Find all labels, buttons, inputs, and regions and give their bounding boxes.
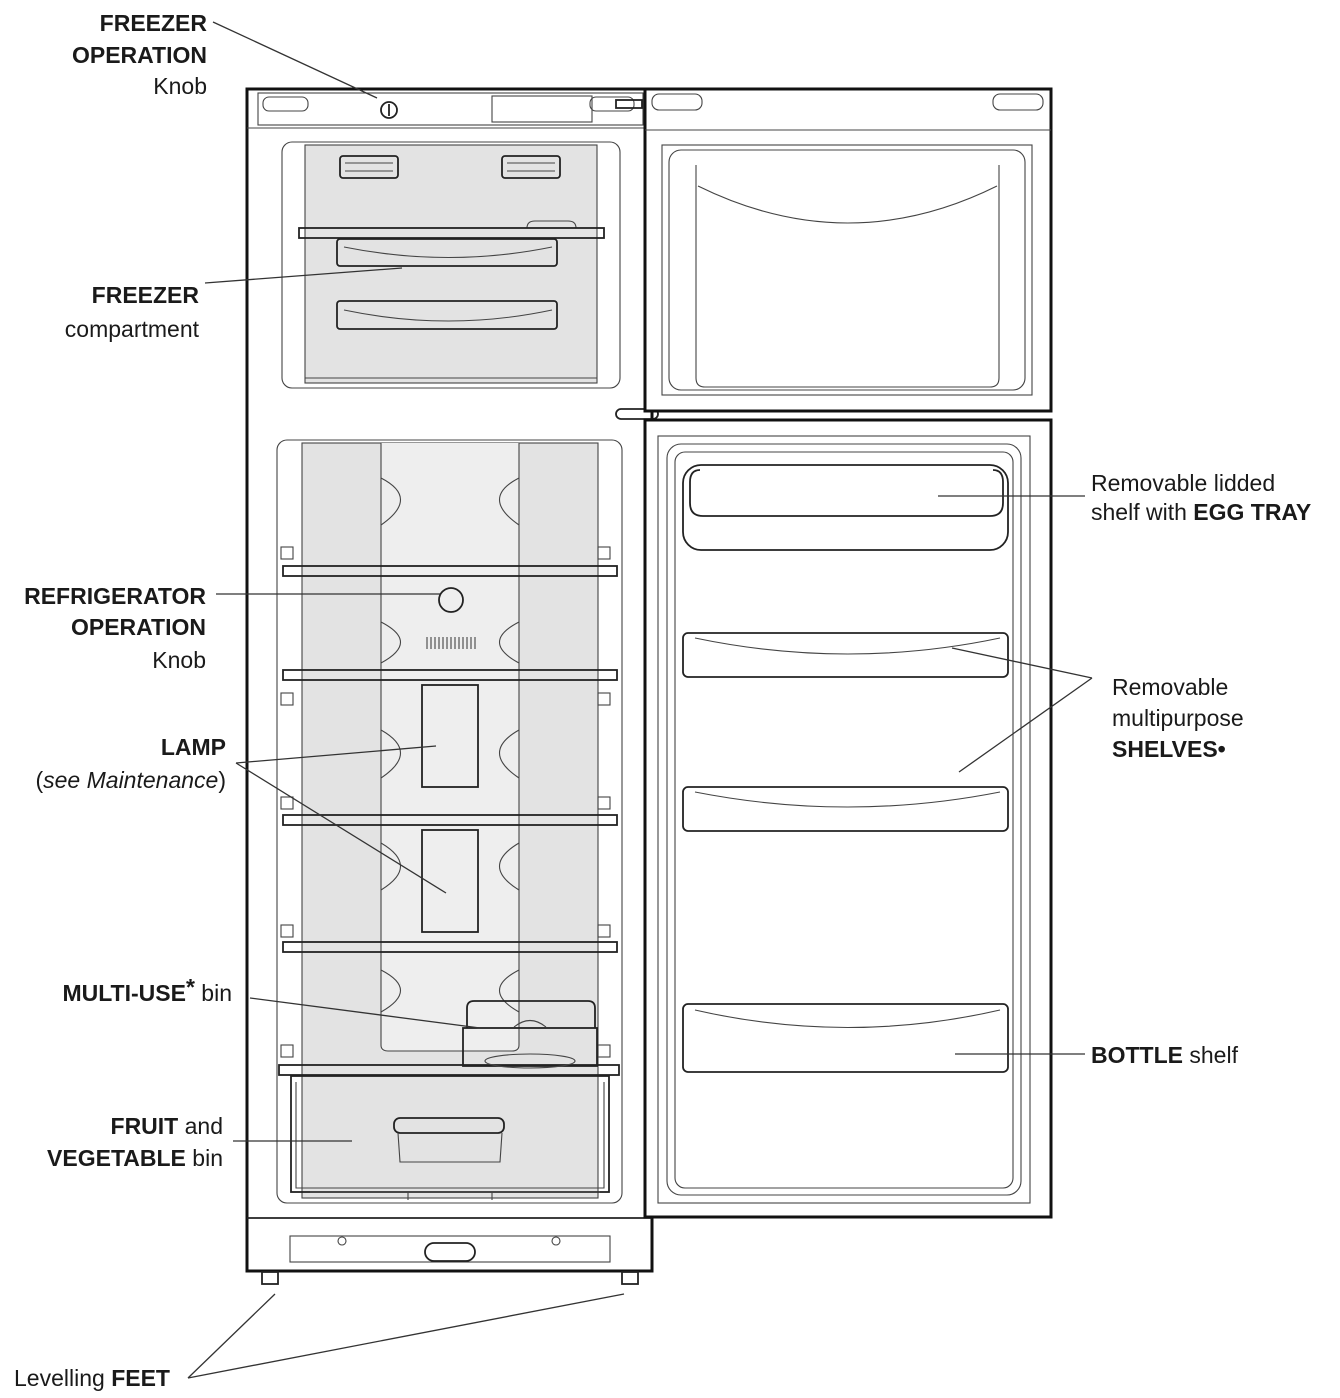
freezer-vent-left [339, 155, 399, 179]
label-shelves: Removable multipurpose SHELVES• [1112, 674, 1244, 762]
fridge-shelf-4 [282, 941, 618, 953]
label-freezer-knob-line2: OPERATION [72, 42, 207, 68]
fruit-vegetable-bin [290, 1075, 610, 1200]
label-lamp-close-paren: ) [218, 767, 226, 793]
label-fridge-knob-line2: OPERATION [71, 614, 206, 640]
label-shelves-bullet: • [1218, 736, 1226, 762]
leader-freezer-knob [212, 21, 378, 99]
label-lamp-italic: see Maintenance [43, 767, 218, 793]
fridge-cabinet [245, 87, 659, 1285]
fridge-shelf-5 [278, 1064, 620, 1076]
label-multi-use-normal: bin [195, 980, 232, 1006]
freezer-door [643, 87, 1053, 413]
door-shelf-2 [682, 786, 1009, 832]
levelling-foot-right [621, 1271, 639, 1285]
label-egg-tray-line2: shelf with EGG TRAY [1091, 499, 1311, 525]
freezer-vent-right [501, 155, 561, 179]
door-shelf-1 [682, 632, 1009, 678]
leader-multi-use [249, 997, 481, 1029]
label-lamp-open-paren: ( [35, 767, 43, 793]
label-multi-use-star: * [186, 974, 195, 1000]
egg-tray-shelf [682, 464, 1009, 551]
label-egg-tray-line2-normal: shelf with [1091, 499, 1193, 525]
label-shelves-line2: multipurpose [1112, 705, 1244, 731]
fridge-knob [438, 587, 464, 613]
multi-use-bin [462, 1000, 598, 1069]
label-feet-normal: Levelling [14, 1365, 111, 1391]
label-fruit-veg: FRUIT and VEGETABLE bin [47, 1113, 223, 1171]
label-freezer-knob-line3: Knob [153, 73, 207, 99]
label-fridge-knob-line1: REFRIGERATOR [24, 583, 206, 609]
label-fruit-veg-line1-bold: FRUIT [111, 1113, 179, 1139]
label-fridge-knob: REFRIGERATOR OPERATION Knob [24, 583, 206, 673]
label-fruit-veg-line1-normal: and [178, 1113, 223, 1139]
label-multi-use: MULTI-USE* bin [62, 974, 232, 1006]
label-fruit-veg-line2-normal: bin [186, 1145, 223, 1171]
leader-feet-right [187, 1293, 625, 1379]
fridge-door [643, 418, 1053, 1219]
leader-lamp-lower [235, 762, 447, 894]
label-egg-tray: Removable lidded shelf with EGG TRAY [1091, 470, 1311, 525]
label-freezer-knob-line1: FREEZER [100, 10, 208, 36]
label-multi-use-text: MULTI-USE* bin [62, 974, 232, 1006]
label-bottle: BOTTLE shelf [1091, 1042, 1239, 1068]
label-freezer-knob: FREEZER OPERATION Knob [72, 10, 207, 99]
lamp-cover-lower [421, 829, 479, 933]
label-shelves-line3-bold: SHELVES [1112, 736, 1218, 762]
label-bottle-bold: BOTTLE [1091, 1042, 1183, 1068]
label-lamp-line1: LAMP [161, 734, 226, 760]
levelling-foot-left [261, 1271, 279, 1285]
label-lamp-line2: (see Maintenance) [35, 767, 226, 793]
leader-lamp-upper [235, 745, 437, 764]
label-fruit-veg-line2-bold: VEGETABLE [47, 1145, 186, 1171]
label-fridge-knob-line3: Knob [152, 647, 206, 673]
label-feet: Levelling FEET [14, 1365, 170, 1391]
label-bottle-text: BOTTLE shelf [1091, 1042, 1239, 1068]
leader-freezer-compartment [204, 267, 403, 284]
label-feet-bold: FEET [111, 1365, 170, 1391]
kick-plate [247, 1217, 652, 1263]
fridge-shelf-3 [282, 814, 618, 826]
label-fruit-veg-line1: FRUIT and [111, 1113, 223, 1139]
fridge-compartment [276, 439, 623, 1204]
leader-feet-left [187, 1293, 276, 1379]
label-lamp: LAMP (see Maintenance) [35, 734, 226, 793]
label-feet-text: Levelling FEET [14, 1365, 170, 1391]
leader-shelves-lower [958, 677, 1093, 773]
label-freezer-compartment: FREEZER compartment [65, 282, 200, 342]
freezer-knob [380, 101, 398, 119]
leader-lines [187, 21, 1093, 1379]
leader-shelves-upper [951, 647, 1093, 679]
bottle-shelf [682, 1003, 1009, 1073]
freezer-drawer-bottom [336, 300, 558, 330]
label-shelves-line3: SHELVES• [1112, 736, 1226, 762]
label-egg-tray-line2-bold: EGG TRAY [1193, 499, 1311, 525]
label-egg-tray-line1: Removable lidded [1091, 470, 1275, 496]
fridge-shelf-1 [282, 565, 618, 577]
lamp-cover-upper [421, 684, 479, 788]
label-freezer-compartment-line1: FREEZER [92, 282, 200, 308]
label-bottle-normal: shelf [1183, 1042, 1239, 1068]
label-shelves-line1: Removable [1112, 674, 1228, 700]
freezer-compartment [281, 141, 621, 389]
label-fruit-veg-line2: VEGETABLE bin [47, 1145, 223, 1171]
fridge-grille [426, 637, 476, 649]
label-freezer-compartment-line2: compartment [65, 316, 200, 342]
freezer-drawer-top [336, 238, 558, 267]
fridge-shelf-2 [282, 669, 618, 681]
label-multi-use-bold: MULTI-USE [62, 980, 186, 1006]
